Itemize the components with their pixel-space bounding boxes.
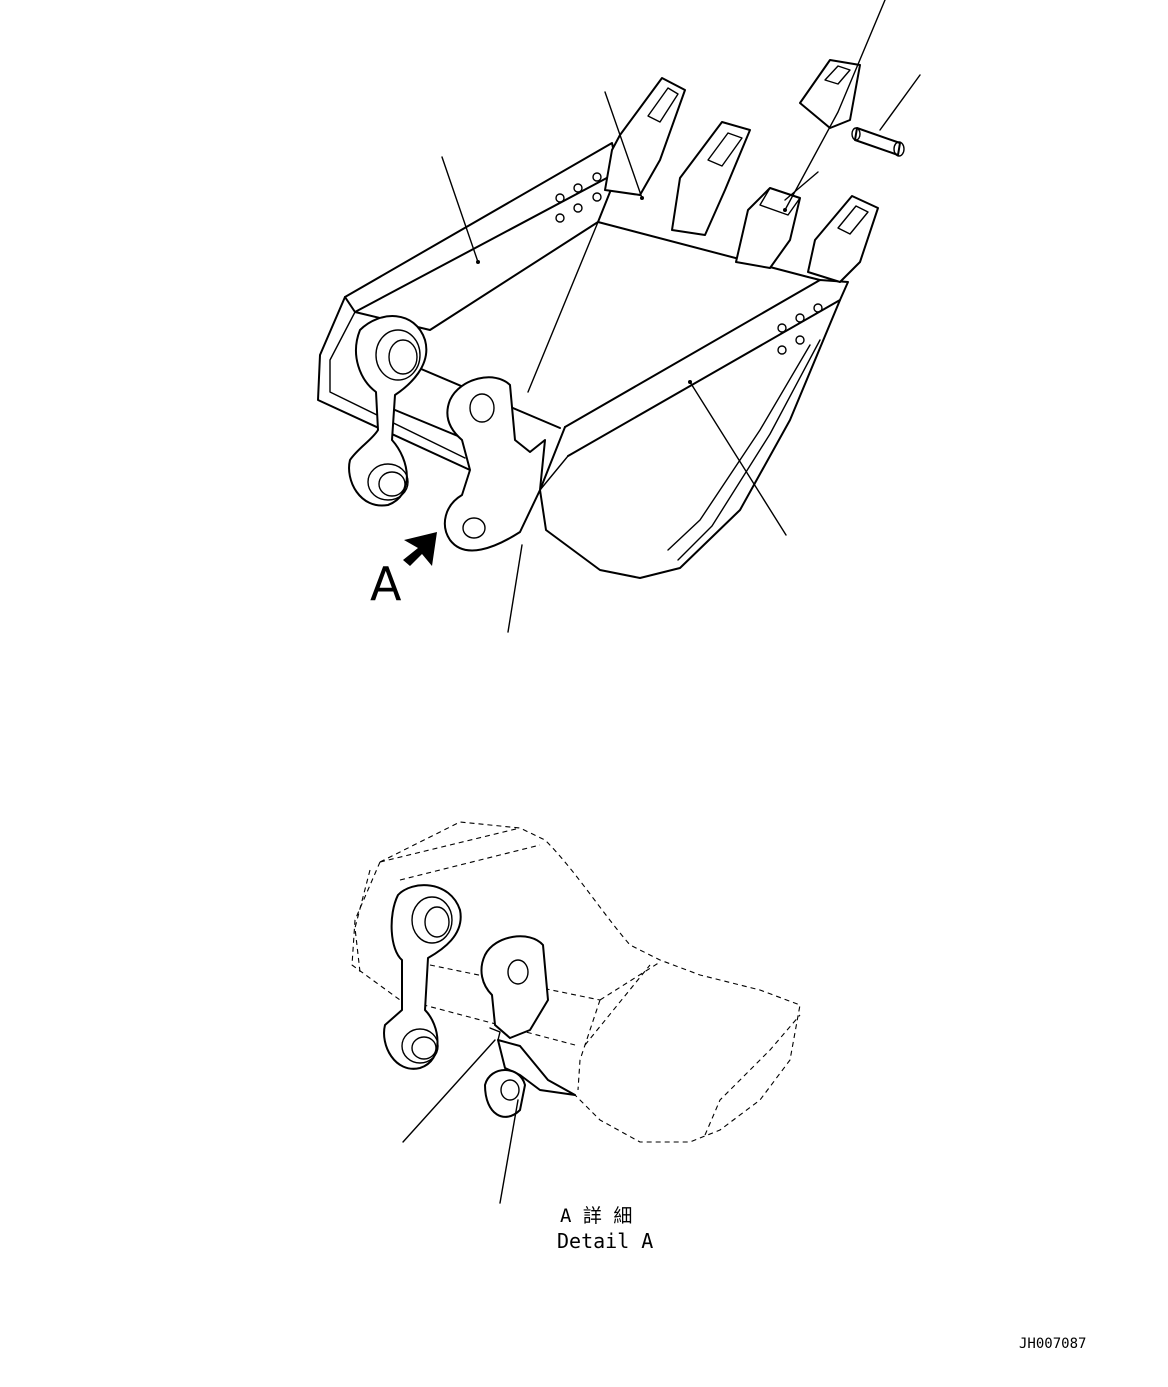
drawing-code: JH007087 bbox=[1019, 1336, 1086, 1352]
view-direction-arrow-icon bbox=[403, 532, 437, 566]
bucket-detail-view bbox=[351, 821, 801, 1204]
tooth-pin bbox=[851, 127, 905, 157]
detail-title-en: Detail A bbox=[557, 1229, 653, 1253]
tooth-point bbox=[799, 59, 861, 129]
view-marker-label: A bbox=[370, 557, 402, 611]
bucket-main-view bbox=[317, 0, 921, 633]
detail-title-jp: A 詳 細 bbox=[560, 1205, 632, 1227]
tooth-group bbox=[604, 77, 879, 283]
